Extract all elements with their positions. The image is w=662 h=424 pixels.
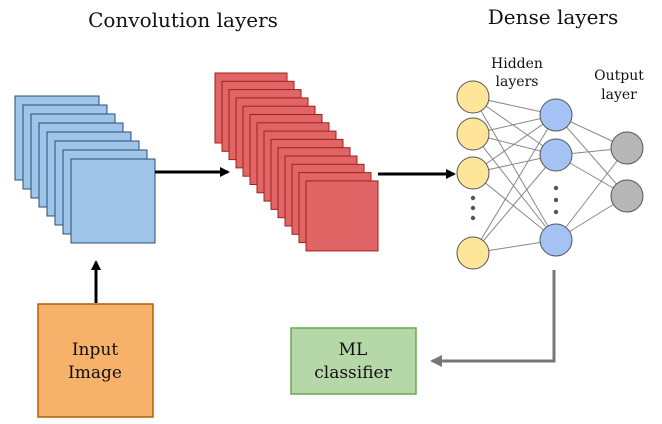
edge-input-hidden	[472, 114, 557, 174]
input-image-label-line2: Image	[68, 363, 122, 383]
edge-input-hidden	[472, 96, 557, 156]
input-layer-ellipsis	[470, 195, 476, 221]
ml-classifier-box	[290, 327, 417, 395]
edge-input-hidden	[472, 96, 557, 241]
hidden-node	[539, 223, 573, 257]
input-node	[456, 156, 490, 190]
ml-classifier-label-line2: classifier	[314, 363, 392, 383]
arrow-dense-to-classifier	[430, 270, 556, 367]
input-node	[456, 236, 490, 270]
network-nodes	[456, 80, 644, 270]
hidden-layer-ellipsis	[553, 185, 559, 215]
dense-layers-title: Dense layers	[488, 5, 619, 29]
output-node	[610, 179, 644, 213]
output-node	[610, 131, 644, 165]
red-feature-maps	[214, 72, 379, 252]
input-node	[456, 80, 490, 114]
edge-input-hidden	[472, 154, 557, 254]
input-node	[456, 117, 490, 151]
red-feature-map	[305, 180, 379, 252]
edge-input-hidden	[472, 114, 557, 254]
convolution-layers-title: Convolution layers	[88, 8, 278, 32]
input-image-box	[37, 303, 154, 418]
ml-classifier-label-line1: ML	[339, 340, 368, 360]
hidden-node	[539, 98, 573, 132]
hidden-layers-label-line2: layers	[496, 74, 539, 90]
edge-input-hidden	[472, 172, 557, 241]
hidden-node	[539, 138, 573, 172]
output-layer-label-line1: Output	[594, 68, 644, 84]
edge-hidden-output	[555, 114, 628, 197]
blue-feature-map	[70, 158, 156, 244]
edge-hidden-output	[555, 147, 628, 241]
blue-feature-maps	[14, 95, 156, 244]
input-image-label-line1: Input	[72, 340, 118, 360]
edge-input-hidden	[472, 133, 557, 241]
output-layer-label-line2: layer	[601, 87, 637, 103]
hidden-layers-label-line1: Hidden	[491, 56, 543, 72]
